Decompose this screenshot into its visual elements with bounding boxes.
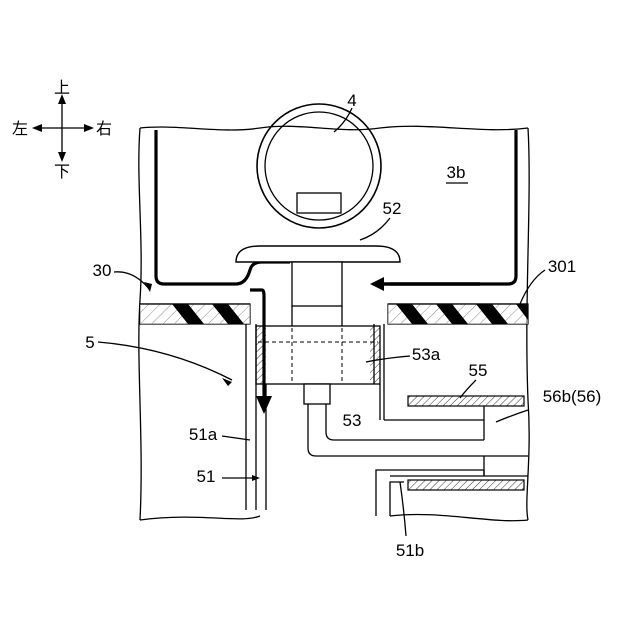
label-51b: 51b bbox=[396, 541, 424, 560]
housing-53 bbox=[256, 326, 380, 404]
label-53a: 53a bbox=[412, 345, 441, 364]
compass-up-label: 上 bbox=[54, 78, 70, 97]
label-5: 5 bbox=[85, 333, 94, 352]
label-3b: 3b bbox=[447, 163, 466, 182]
plate-55 bbox=[408, 396, 524, 406]
compass-left-label: 左 bbox=[12, 119, 28, 138]
label-4: 4 bbox=[347, 91, 356, 110]
label-51: 51 bbox=[197, 467, 216, 486]
compass-down-label: 下 bbox=[54, 162, 70, 181]
label-52: 52 bbox=[383, 199, 402, 218]
top-break-line bbox=[140, 126, 528, 130]
label-55: 55 bbox=[469, 361, 488, 380]
bottom-break-left bbox=[140, 516, 260, 520]
box-56 bbox=[390, 406, 528, 490]
label-30: 30 bbox=[93, 261, 112, 280]
pipe-56 bbox=[308, 384, 528, 456]
channel-51b bbox=[376, 470, 484, 516]
compass-right-label: 右 bbox=[96, 119, 112, 138]
float-4 bbox=[257, 104, 381, 228]
direction-compass: 上 下 左 右 bbox=[12, 78, 112, 181]
partition-plate bbox=[140, 304, 528, 324]
label-51a: 51a bbox=[189, 425, 218, 444]
label-53: 53 bbox=[343, 411, 362, 430]
label-56b: 56b(56) bbox=[543, 387, 602, 406]
label-301: 301 bbox=[548, 257, 576, 276]
reservoir-right-wall bbox=[390, 130, 516, 284]
bottom-break-right bbox=[390, 514, 528, 520]
